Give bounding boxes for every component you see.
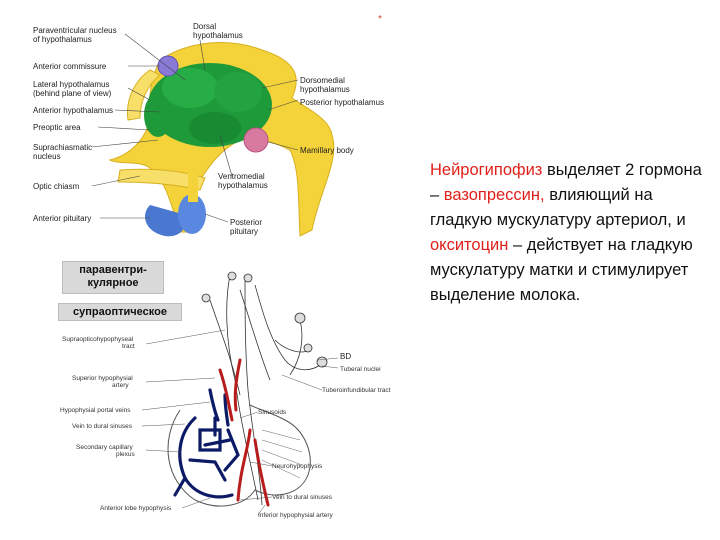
posterior-pituitary-shape xyxy=(178,194,206,234)
label-tuberoinfundibular-tract: Tuberoinfundibular tract xyxy=(322,387,391,394)
label-vein-to-dural-right: Vein to dural sinuses xyxy=(272,494,332,501)
label-bd: BD xyxy=(340,352,352,361)
yellow-fornix xyxy=(126,69,161,121)
label-anterior-commissure: Anterior commissure xyxy=(33,62,107,71)
label-sinusoids: Sinusoids xyxy=(258,409,287,416)
green-nucleus-c xyxy=(189,112,241,144)
anterior-pituitary-shape xyxy=(145,205,187,237)
supraoptic-ru-label: супраоптическое xyxy=(58,303,182,321)
green-nucleus-d xyxy=(144,93,172,137)
paraventricular-ru-label: паравентри- кулярное xyxy=(62,261,164,294)
description-text: Нейрогипофиз выделяет 2 гормона – вазопр… xyxy=(430,158,710,308)
label-neurohypophysis: Neurohypophysis xyxy=(272,463,323,470)
optic-chiasm-shape xyxy=(117,168,206,191)
term-oxytocin: окситоцин xyxy=(430,236,509,254)
text-part-4: влияющий на гладкую мускулатуру артериол… xyxy=(430,186,686,229)
text-part-6: – действует на гладкую мускулатуру матки… xyxy=(430,236,693,304)
infundibulum xyxy=(188,170,198,202)
green-nucleus-b xyxy=(214,72,262,112)
mamillary-body-shape xyxy=(243,127,269,153)
label-anterior-hypothalamus: Anterior hypothalamus xyxy=(33,106,114,115)
green-nucleus-a xyxy=(162,68,218,108)
term-neurohypophysis: Нейрогипофиз xyxy=(430,161,543,179)
label-hypophysial-portal-veins: Hypophysial portal veins xyxy=(60,407,131,414)
label-inferior-hypophysial-artery: Inferior hypophysial artery xyxy=(258,512,333,519)
label-vein-to-dural-left: Vein to dural sinuses xyxy=(72,423,132,430)
label-lateral-hypothalamus: Lateral hypothalamus(behind plane of vie… xyxy=(33,80,112,98)
label-anterior-lobe: Anterior lobe hypophysis xyxy=(100,505,172,512)
label-optic-chiasm: Optic chiasm xyxy=(33,182,80,191)
term-vasopressin: вазопрессин, xyxy=(443,186,545,204)
anterior-commissure-shape xyxy=(157,55,179,77)
text-part-2: выделяет 2 гормона – xyxy=(430,161,702,204)
label-posterior-hypothalamus: Posterior hypothalamus xyxy=(300,98,385,107)
label-anterior-pituitary: Anterior pituitary xyxy=(33,214,92,223)
vascular-diagram xyxy=(141,271,339,516)
label-tuberal-nuclei: Tuberal nuclei xyxy=(340,366,381,373)
label-mamillary-body: Mamillary body xyxy=(300,146,354,155)
corner-mark: * xyxy=(378,14,382,25)
label-preoptic-area: Preoptic area xyxy=(33,123,81,132)
